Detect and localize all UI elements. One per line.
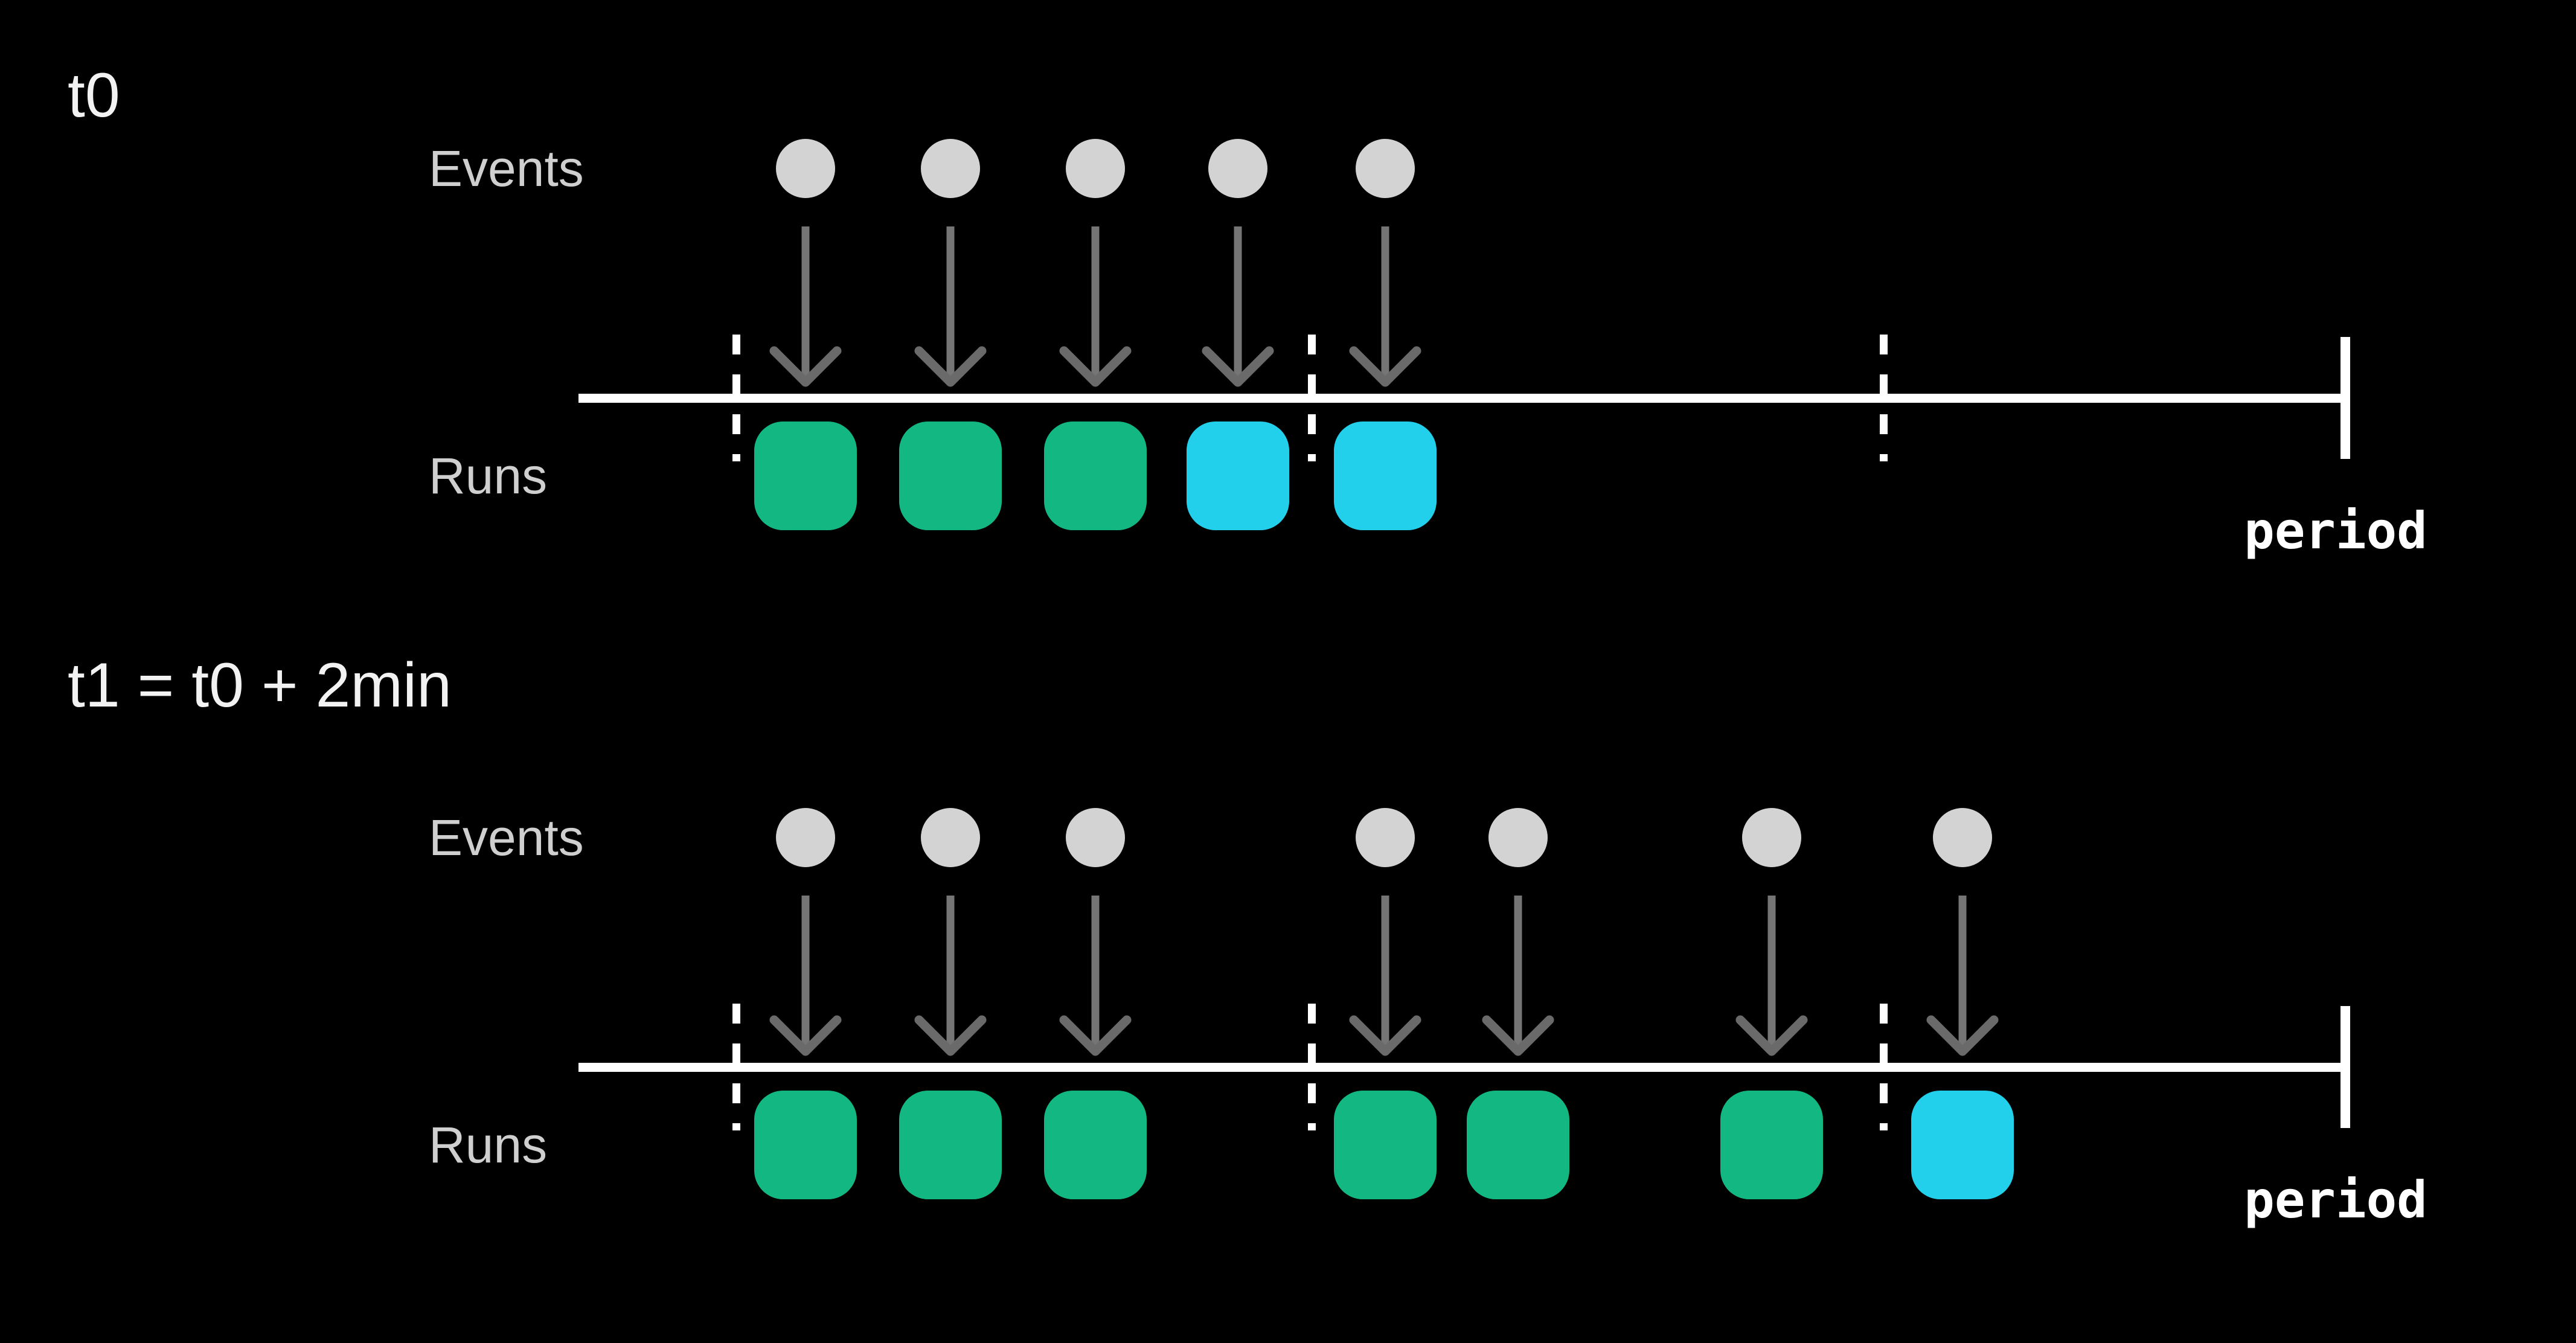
arrow-down-icon bbox=[914, 896, 987, 1056]
arrow-down-icon bbox=[914, 226, 987, 387]
event-dot bbox=[776, 139, 835, 198]
arrow-down-icon bbox=[1349, 226, 1421, 387]
interval-tick bbox=[1880, 335, 1888, 461]
timeline-axis bbox=[578, 393, 2350, 403]
arrow-down-icon bbox=[1059, 896, 1132, 1056]
run-block bbox=[899, 1091, 1002, 1199]
event-dot bbox=[921, 808, 980, 867]
run-block bbox=[1720, 1091, 1823, 1199]
run-block bbox=[1044, 421, 1147, 530]
run-block bbox=[1044, 1091, 1147, 1199]
run-block bbox=[1911, 1091, 2014, 1199]
arrow-down-icon bbox=[769, 896, 842, 1056]
arrow-down-icon bbox=[1202, 226, 1274, 387]
events-row-label: Events bbox=[429, 809, 584, 866]
event-dot bbox=[1208, 139, 1267, 198]
timeline-axis bbox=[578, 1062, 2350, 1072]
event-dot bbox=[921, 139, 980, 198]
arrow-down-icon bbox=[1059, 226, 1132, 387]
event-dot bbox=[1066, 139, 1125, 198]
runs-row-label: Runs bbox=[429, 447, 548, 504]
event-dot bbox=[1933, 808, 1992, 867]
arrow-down-icon bbox=[1349, 896, 1421, 1056]
event-dot bbox=[1356, 808, 1415, 867]
arrow-down-icon bbox=[769, 226, 842, 387]
period-end-tick bbox=[2341, 337, 2350, 459]
event-dot bbox=[776, 808, 835, 867]
run-block bbox=[754, 1091, 857, 1199]
interval-tick bbox=[732, 335, 740, 461]
run-block bbox=[1334, 421, 1437, 530]
event-dot bbox=[1356, 139, 1415, 198]
section-title: t1 = t0 + 2min bbox=[68, 650, 452, 720]
run-block bbox=[754, 421, 857, 530]
event-dot bbox=[1742, 808, 1801, 867]
section-title: t0 bbox=[68, 60, 120, 130]
arrow-down-icon bbox=[1735, 896, 1808, 1056]
interval-tick bbox=[1308, 1004, 1316, 1130]
interval-tick bbox=[1308, 335, 1316, 461]
arrow-down-icon bbox=[1926, 896, 1999, 1056]
events-row-label: Events bbox=[429, 140, 584, 197]
interval-tick bbox=[1880, 1004, 1888, 1130]
runs-row-label: Runs bbox=[429, 1117, 548, 1173]
run-block bbox=[1187, 421, 1289, 530]
event-dot bbox=[1488, 808, 1548, 867]
run-block bbox=[1467, 1091, 1569, 1199]
interval-tick bbox=[732, 1004, 740, 1130]
run-block bbox=[1334, 1091, 1437, 1199]
period-label: period bbox=[2244, 1170, 2427, 1229]
period-label: period bbox=[2244, 501, 2427, 560]
event-dot bbox=[1066, 808, 1125, 867]
period-end-tick bbox=[2341, 1006, 2350, 1128]
arrow-down-icon bbox=[1482, 896, 1554, 1056]
run-block bbox=[899, 421, 1002, 530]
